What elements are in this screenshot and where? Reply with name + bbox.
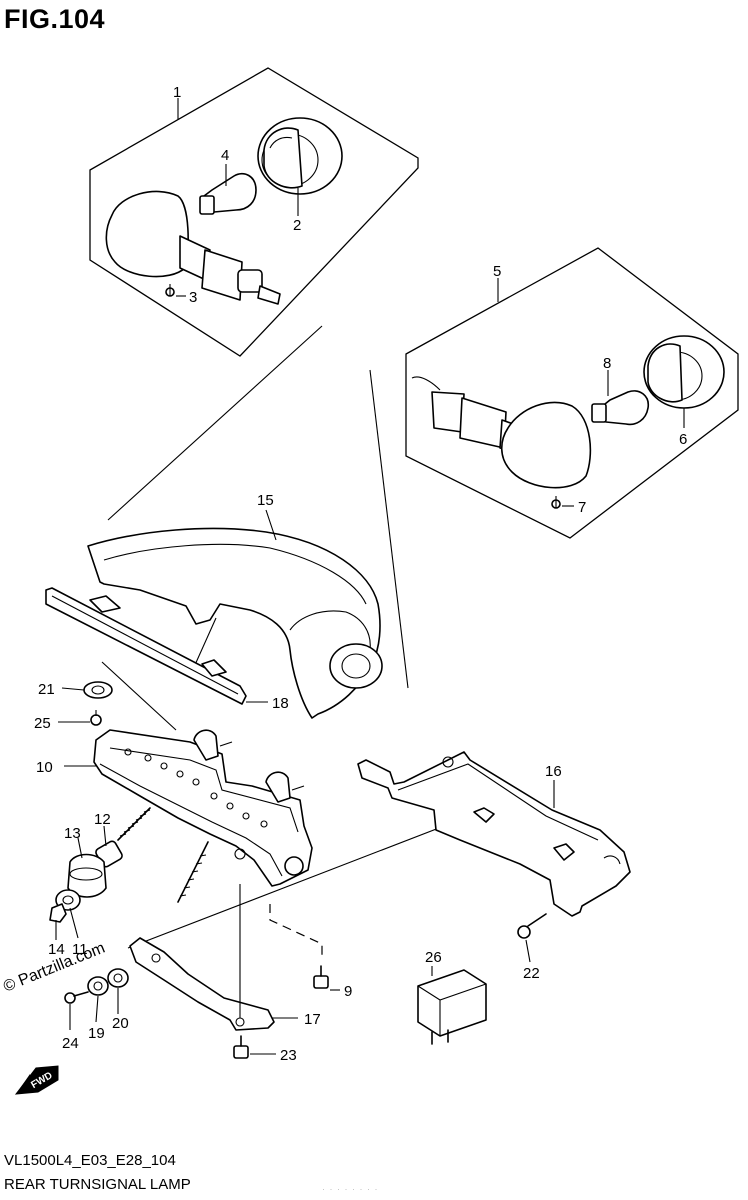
callout-6: 6 xyxy=(679,431,687,448)
callout-9: 9 xyxy=(344,983,352,1000)
callout-20: 20 xyxy=(112,1015,129,1032)
callout-22: 22 xyxy=(523,965,540,982)
callout-8: 8 xyxy=(603,355,611,372)
lens-cover-6-socket xyxy=(647,343,683,403)
callout-17: 17 xyxy=(304,1011,321,1028)
lamp-housing-left xyxy=(201,249,243,301)
callout-10: 10 xyxy=(36,759,53,776)
assembly-link-left xyxy=(107,325,323,521)
bracket-hole xyxy=(284,856,304,876)
turn-signal-assembly-right xyxy=(405,247,739,539)
license-bracket-body xyxy=(357,751,631,917)
relay-26 xyxy=(417,969,487,1045)
callout-7: 7 xyxy=(578,499,586,516)
bracket-clip-lower xyxy=(265,771,291,803)
stud-12 xyxy=(117,807,151,841)
bulb-4 xyxy=(203,172,257,213)
callout-labels: 1 2 3 4 5 6 7 8 9 10 11 12 13 14 15 16 1… xyxy=(34,84,687,1064)
callout-leaders xyxy=(55,98,685,1055)
lamp-wire-left xyxy=(257,285,281,305)
lamp-mount-right xyxy=(431,391,465,433)
assembly-frame-right xyxy=(405,247,739,539)
mounting-bracket-10 xyxy=(93,729,313,887)
stud-long xyxy=(177,841,209,903)
bulb-4-base xyxy=(199,195,215,215)
lens-cover-2-socket xyxy=(263,127,303,189)
bracket-link-long xyxy=(127,815,471,949)
figure-name: REAR TURNSIGNAL LAMP xyxy=(4,1176,191,1193)
assembly-frame-left xyxy=(89,67,419,357)
callout-21: 21 xyxy=(38,681,55,698)
lamp-wire-right xyxy=(411,376,441,391)
bracket-body xyxy=(93,729,313,887)
callout-25: 25 xyxy=(34,715,51,732)
bolt-24 xyxy=(64,991,89,1004)
callout-16: 16 xyxy=(545,763,562,780)
callout-3: 3 xyxy=(189,289,197,306)
washer-20 xyxy=(107,968,129,988)
lower-bracket-17 xyxy=(129,937,275,1031)
callout-2: 2 xyxy=(293,217,301,234)
bolt-22 xyxy=(517,913,547,939)
cushion-21-link xyxy=(101,661,177,731)
callout-24: 24 xyxy=(62,1035,79,1052)
faint-footer-text: · · · · · · · · xyxy=(322,1184,379,1194)
callout-4: 4 xyxy=(221,147,229,164)
rear-housing-cover-15 xyxy=(87,527,383,719)
callout-26: 26 xyxy=(425,949,442,966)
lens-dome-right xyxy=(500,401,592,489)
collar-19 xyxy=(87,976,109,996)
reflector-strip-18 xyxy=(45,587,247,705)
figure-title: FIG.104 xyxy=(4,4,106,34)
nut-14 xyxy=(49,903,67,923)
assembly-link-right xyxy=(369,369,409,689)
bolt-9 xyxy=(313,965,329,989)
turn-signal-assembly-left xyxy=(89,67,419,357)
callout-18: 18 xyxy=(272,695,289,712)
callout-19: 19 xyxy=(88,1025,105,1042)
callout-5: 5 xyxy=(493,263,501,280)
bulb-8 xyxy=(599,390,650,426)
cushion-21 xyxy=(83,681,113,699)
bolt-9-link xyxy=(269,904,323,960)
lamp-housing-right xyxy=(459,397,507,449)
bolt-23 xyxy=(233,1035,249,1059)
callout-14: 14 xyxy=(48,941,65,958)
lamp-mount-left xyxy=(237,269,263,293)
bolt-25 xyxy=(90,710,102,726)
license-bracket-16 xyxy=(357,751,631,917)
callout-13: 13 xyxy=(64,825,81,842)
callout-1: 1 xyxy=(173,84,181,101)
license-bracket-clip-lower xyxy=(553,843,575,861)
callout-12: 12 xyxy=(94,811,111,828)
bulb-8-base xyxy=(591,403,607,423)
bracket-clip-upper xyxy=(193,729,219,761)
license-bracket-clip-upper xyxy=(473,807,495,823)
lens-dome-left xyxy=(105,190,189,278)
fwd-arrow: FWD xyxy=(14,1065,59,1095)
figure-code: VL1500L4_E03_E28_104 xyxy=(4,1152,176,1169)
callout-11: 11 xyxy=(72,941,88,958)
housing-cover-hole xyxy=(329,643,383,689)
callout-23: 23 xyxy=(280,1047,297,1064)
callout-15: 15 xyxy=(257,492,274,509)
